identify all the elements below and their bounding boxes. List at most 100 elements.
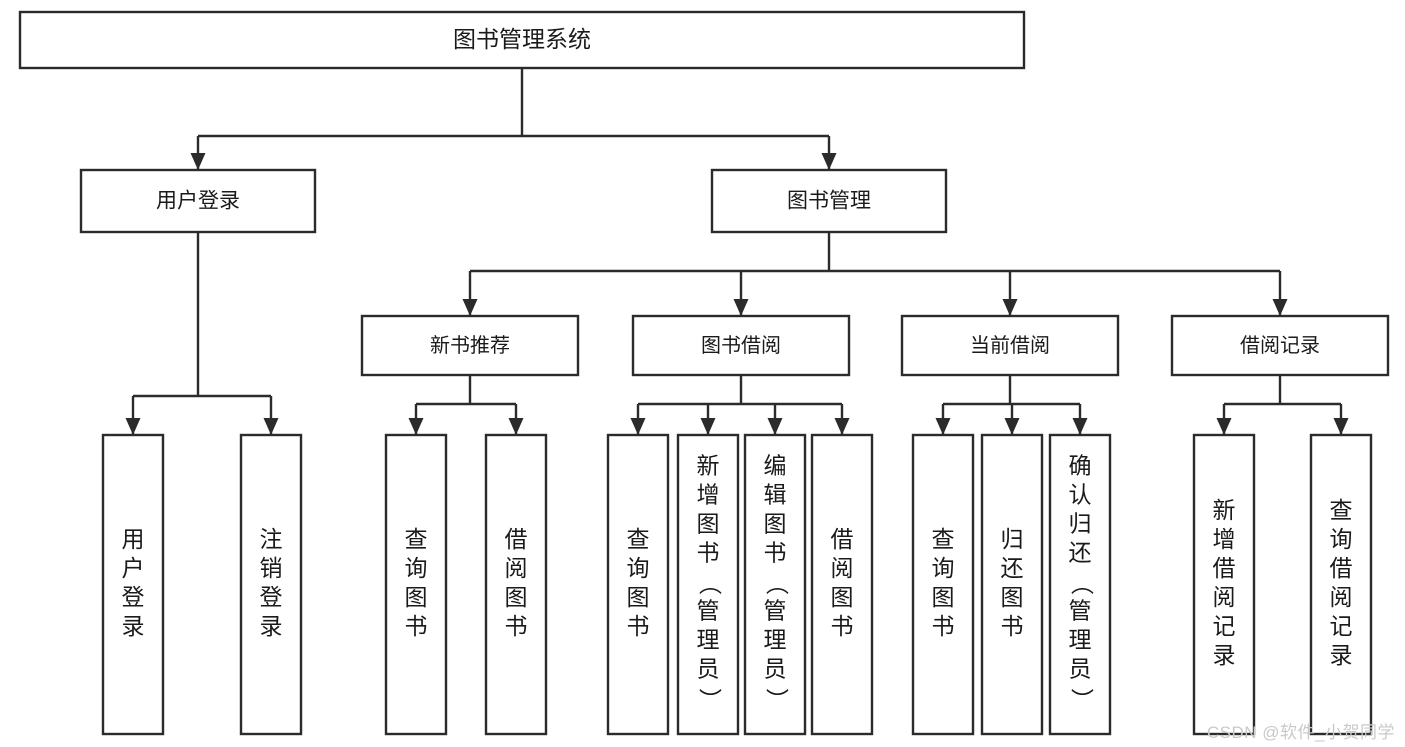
node-l3-新书推荐[interactable]: 新书推荐 (360, 314, 580, 377)
leaf-查询图书-2-char-1: 询 (405, 555, 428, 581)
node-l2-图书管理-rect (710, 168, 948, 234)
leaf-借阅图书-3-char-3: 书 (505, 613, 528, 639)
leaf-注销登录-1-char-1: 销 (260, 555, 283, 581)
node-l2-图书管理-label: 图书管理 (787, 190, 871, 213)
leaf-查询图书-4-char-2: 图 (627, 584, 650, 610)
leaf-编辑图书管理员-6-char-7: 员 (764, 656, 787, 682)
leaf-编辑图书管理员-6-char-4: （ (764, 572, 790, 595)
node-l2-用户登录-label: 用户登录 (156, 190, 240, 213)
leaf-新增图书管理员-5-rect (676, 433, 740, 736)
arrow-head-icon (1004, 418, 1020, 435)
leaf-确认归还管理员-10-char-6: 理 (1069, 627, 1092, 653)
node-l3-借阅记录-label: 借阅记录 (1240, 334, 1320, 357)
leaf-用户登录-0-char-1: 户 (122, 555, 145, 581)
leaf-借阅图书-7-char-1: 阅 (831, 555, 854, 581)
leaf-查询图书-2-rect (384, 433, 448, 736)
leaf-确认归还管理员-10-char-4: （ (1069, 572, 1095, 595)
leaf-确认归还管理员-10-char-3: 还 (1069, 540, 1092, 566)
arrow-head-icon (263, 418, 279, 435)
leaf-借阅图书-3-rect (484, 433, 548, 736)
arrow-head-icon (935, 418, 951, 435)
node-l3-当前借阅[interactable]: 当前借阅 (900, 314, 1120, 377)
leaf-查询借阅记录-12-char-2: 借 (1330, 555, 1353, 581)
arrow-head-icon (125, 418, 141, 435)
leaf-借阅图书-7-char-3: 书 (831, 613, 854, 639)
leaf-新增借阅记录-11-char-4: 记 (1213, 613, 1236, 639)
leaf-查询图书-2-char-2: 图 (405, 584, 428, 610)
leaf-编辑图书管理员-6-char-0: 编 (764, 453, 787, 479)
leaf-新增图书管理员-5-char-3: 书 (697, 540, 720, 566)
leaf-编辑图书管理员-6-rect (743, 433, 807, 736)
leaf-新增图书管理员-5-char-1: 增 (697, 482, 720, 508)
node-l2-图书管理[interactable]: 图书管理 (710, 168, 948, 234)
leaf-新增图书管理员-5-char-0: 新 (697, 453, 720, 479)
leaf-归还图书-9-char-3: 书 (1001, 613, 1024, 639)
leaf-归还图书-9-char-0: 归 (1001, 526, 1024, 552)
node-l3-当前借阅-label: 当前借阅 (970, 334, 1050, 357)
node-l3-新书推荐-label: 新书推荐 (430, 334, 510, 357)
edges-layer (125, 68, 1349, 435)
leaf-借阅图书-7-rect (810, 433, 874, 736)
arrow-head-icon (700, 418, 716, 435)
node-l3-图书借阅-rect (631, 314, 851, 377)
node-l2-用户登录-rect (79, 168, 317, 234)
leaf-确认归还管理员-10-char-8: ） (1069, 688, 1095, 711)
leaf-查询图书-8-char-0: 查 (932, 526, 955, 552)
leaf-编辑图书管理员-6-char-1: 辑 (764, 482, 787, 508)
leaf-归还图书-9-rect (980, 433, 1044, 736)
leaf-新增借阅记录-11-char-1: 增 (1213, 526, 1236, 552)
nodes-layer: 图书管理系统用户登录图书管理新书推荐图书借阅当前借阅借阅记录用户登录注销登录查询… (18, 10, 1390, 736)
leaf-新增图书管理员-5-char-5: 管 (697, 598, 720, 624)
leaf-借阅图书-3-char-0: 借 (505, 526, 528, 552)
leaf-确认归还管理员-10-char-5: 管 (1069, 598, 1092, 624)
leaf-新增图书管理员-5-char-2: 图 (697, 511, 720, 537)
arrow-head-icon (1333, 418, 1349, 435)
leaf-查询借阅记录-12-char-0: 查 (1330, 497, 1353, 523)
watermark: CSDN @软件_小贺同学 (1206, 723, 1395, 742)
leaf-新增图书管理员-5-char-7: 员 (697, 656, 720, 682)
node-root-图书管理系统-rect (18, 10, 1026, 70)
leaf-确认归还管理员-10-char-1: 认 (1069, 482, 1092, 508)
leaf-新增图书管理员-5-char-4: （ (697, 572, 723, 595)
node-l3-新书推荐-rect (360, 314, 580, 377)
node-l3-借阅记录[interactable]: 借阅记录 (1170, 314, 1390, 377)
leaf-新增图书管理员-5-char-6: 理 (697, 627, 720, 653)
leaf-借阅图书-7-char-0: 借 (831, 526, 854, 552)
leaf-查询图书-4-char-1: 询 (627, 555, 650, 581)
arrow-head-icon (733, 299, 749, 316)
leaf-编辑图书管理员-6-char-6: 理 (764, 627, 787, 653)
leaf-注销登录-1-char-0: 注 (260, 526, 283, 552)
node-l2-用户登录[interactable]: 用户登录 (79, 168, 317, 234)
leaf-确认归还管理员-10-char-0: 确 (1069, 453, 1092, 479)
leaf-新增借阅记录-11-char-5: 录 (1213, 642, 1236, 668)
leaf-借阅图书-3-char-1: 阅 (505, 555, 528, 581)
arrow-head-icon (630, 418, 646, 435)
leaf-确认归还管理员-10-char-7: 员 (1069, 656, 1092, 682)
node-l3-图书借阅-label: 图书借阅 (701, 334, 781, 357)
leaf-注销登录-1-rect (239, 433, 303, 736)
leaf-借阅图书-7-char-2: 图 (831, 584, 854, 610)
node-root-图书管理系统[interactable]: 图书管理系统 (18, 10, 1026, 70)
leaf-新增借阅记录-11-char-3: 阅 (1213, 584, 1236, 610)
node-l3-图书借阅[interactable]: 图书借阅 (631, 314, 851, 377)
leaf-查询借阅记录-12-char-1: 询 (1330, 526, 1353, 552)
leaf-查询借阅记录-12-char-4: 记 (1330, 613, 1353, 639)
leaf-归还图书-9-char-2: 图 (1001, 584, 1024, 610)
arrow-head-icon (190, 153, 206, 170)
leaf-新增借阅记录-11-char-2: 借 (1213, 555, 1236, 581)
node-l3-借阅记录-rect (1170, 314, 1390, 377)
leaf-编辑图书管理员-6-char-2: 图 (764, 511, 787, 537)
leaf-用户登录-0[interactable]: 用户登录 (101, 433, 165, 736)
